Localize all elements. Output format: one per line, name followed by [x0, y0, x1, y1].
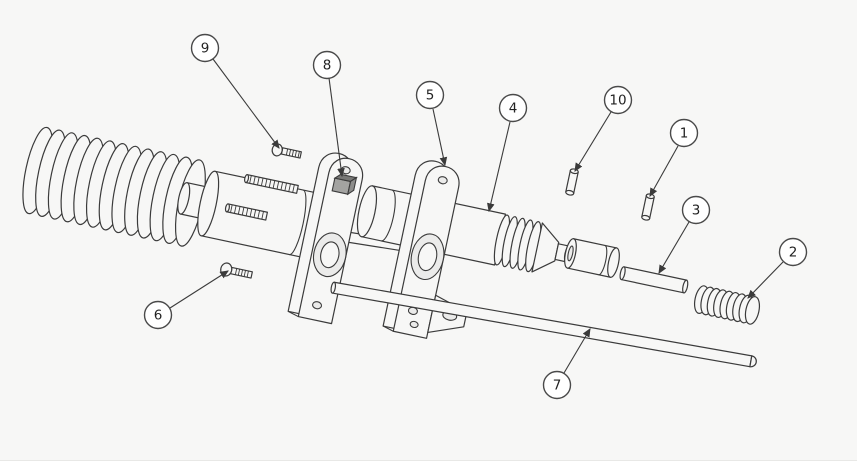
part-4-cylinder — [356, 185, 579, 273]
callout-10: 10 — [574, 85, 633, 172]
part-threaded-stud-lower — [224, 203, 268, 221]
callout-2-label: 2 — [789, 245, 798, 261]
callout-1: 1 — [649, 118, 699, 197]
part-6-screw — [220, 262, 253, 279]
callout-4: 4 — [487, 93, 528, 213]
callout-3-leader — [658, 221, 690, 274]
callout-5-circle — [415, 80, 445, 110]
callout-10-leader — [574, 111, 612, 172]
callout-1-label: 1 — [680, 126, 689, 142]
callout-3-circle — [681, 195, 711, 225]
callout-3-label: 3 — [692, 203, 701, 219]
callout-9-leader — [212, 58, 280, 149]
callout-5: 5 — [415, 80, 448, 167]
callout-1-circle — [669, 118, 699, 148]
part-10-pin — [565, 168, 579, 196]
callout-9: 9 — [190, 33, 280, 149]
callout-8: 8 — [312, 50, 345, 178]
callout-8-circle — [312, 50, 342, 80]
callout-7-leader — [563, 328, 591, 374]
callout-1-leader — [649, 145, 679, 197]
callout-5-label: 5 — [426, 88, 435, 104]
part-2-spring — [693, 285, 761, 325]
part-front-plate — [287, 152, 364, 325]
part-recoil-spring — [22, 126, 206, 247]
callout-4-label: 4 — [509, 101, 518, 117]
part-9-screw — [271, 143, 302, 159]
callout-6-label: 6 — [154, 308, 163, 324]
part-3-shaft — [619, 266, 689, 294]
callout-7: 7 — [542, 328, 591, 400]
callout-6: 6 — [143, 270, 229, 330]
callout-5-leader — [432, 108, 448, 167]
callout-7-label: 7 — [553, 378, 562, 394]
callout-3: 3 — [658, 195, 711, 274]
callout-2-leader — [747, 261, 784, 299]
part-coupling-sleeve — [564, 238, 620, 278]
callout-7-circle — [542, 370, 572, 400]
callout-9-circle — [190, 33, 220, 63]
callout-10-label: 10 — [609, 93, 626, 109]
callout-6-circle — [143, 300, 173, 330]
callout-2-circle — [778, 237, 808, 267]
part-threaded-stud-upper — [244, 174, 299, 194]
part-7-rod — [330, 281, 757, 368]
part-1-pin — [641, 193, 655, 221]
callout-4-circle — [498, 93, 528, 123]
callout-2: 2 — [747, 237, 808, 299]
callout-6-leader — [169, 270, 229, 309]
callout-10-circle — [603, 85, 633, 115]
callout-8-leader — [328, 77, 345, 178]
callout-4-leader — [487, 121, 511, 213]
callout-8-label: 8 — [323, 58, 332, 74]
callout-9-label: 9 — [201, 41, 210, 57]
